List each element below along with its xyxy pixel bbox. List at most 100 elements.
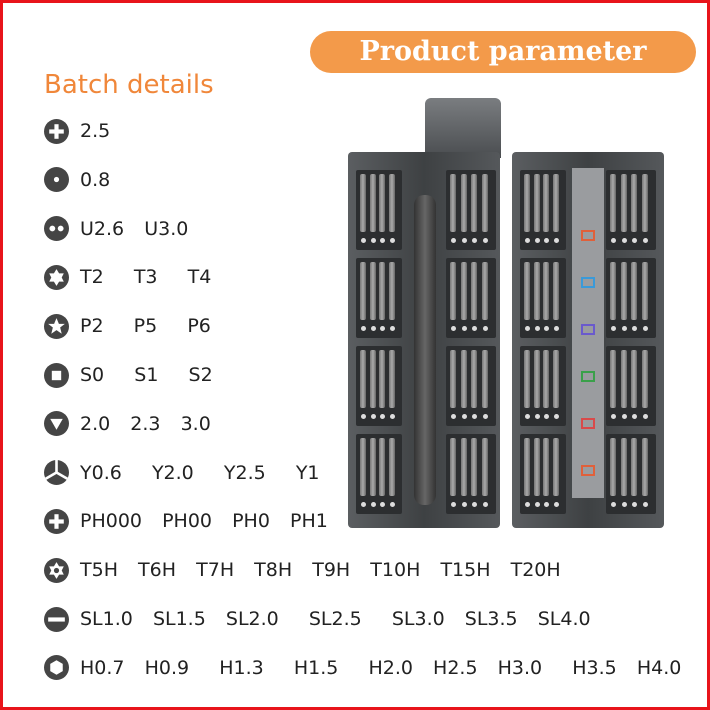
bit-marker (380, 326, 385, 331)
bit (460, 262, 467, 320)
bit (533, 438, 540, 496)
bit (620, 438, 627, 496)
spec-text: PH000 PH00 PH0 PH1 (80, 510, 328, 533)
hex-icon (44, 655, 69, 681)
bit (631, 438, 637, 496)
bit-marker (621, 238, 627, 243)
bit (450, 174, 456, 232)
spec-text: H0.7 H0.9 H1.3 H1.5 H2.0 H2.5 H3.0 H3.5 … (80, 656, 682, 679)
spec-row: U2.6 U3.0 (44, 216, 188, 242)
bit (552, 174, 559, 232)
pentalobe-icon (44, 313, 69, 339)
bit-marker (370, 502, 376, 507)
bit-marker (611, 326, 616, 331)
bit (388, 262, 395, 320)
bit-marker (525, 502, 530, 507)
bit-marker (482, 502, 488, 507)
bit-marker (389, 238, 395, 243)
spec-row: P2 P5 P6 (44, 313, 211, 339)
bit (641, 438, 648, 496)
bit-marker (380, 414, 385, 419)
bit (610, 262, 616, 320)
spec-text: S0 S1 S2 (80, 364, 213, 386)
bit (620, 262, 627, 320)
bit (533, 262, 540, 320)
spec-text: 2.0 2.3 3.0 (80, 412, 211, 435)
bit-marker (553, 238, 559, 243)
bit (379, 350, 385, 408)
bit-marker (451, 238, 456, 243)
bit (360, 350, 366, 408)
bit (471, 262, 477, 320)
bit-marker (525, 414, 530, 419)
bit (471, 350, 477, 408)
spec-row: T5H T6H T7H T8H T9H T10H T15H T20H (44, 557, 561, 583)
slotted-icon (44, 606, 69, 632)
spec-text: 0.8 (80, 168, 111, 191)
bit (533, 174, 540, 232)
case-lid (425, 98, 501, 158)
device-icon (581, 324, 595, 335)
bit-marker (553, 326, 559, 331)
bit-marker (642, 238, 648, 243)
bit-marker (451, 326, 456, 331)
square-icon (44, 362, 69, 388)
bit (641, 174, 648, 232)
spec-row: 2.0 2.3 3.0 (44, 411, 211, 437)
spec-text: T2 T3 T4 (80, 266, 212, 289)
bit-marker (621, 502, 627, 507)
bit-marker (642, 502, 648, 507)
bit (369, 174, 376, 232)
bit (481, 350, 488, 408)
bit (533, 350, 540, 408)
bit (524, 262, 530, 320)
bit-marker (361, 238, 366, 243)
bit (543, 174, 549, 232)
bit-marker (380, 238, 385, 243)
product-parameter-banner: Product parameter (310, 31, 696, 73)
bit (388, 350, 395, 408)
bit (524, 438, 530, 496)
bit-marker (380, 502, 385, 507)
bit (471, 438, 477, 496)
bit (552, 262, 559, 320)
bit (450, 350, 456, 408)
bit-marker (632, 414, 637, 419)
bit (543, 350, 549, 408)
bit (620, 350, 627, 408)
bit-marker (482, 238, 488, 243)
bit-marker (472, 502, 477, 507)
batch-details-heading: Batch details (44, 70, 214, 100)
bit-marker (632, 502, 637, 507)
spec-row: T2 T3 T4 (44, 264, 211, 290)
tri-wing-icon (44, 460, 69, 486)
bit-marker (621, 326, 627, 331)
bit (620, 174, 627, 232)
spec-text: Y0.6 Y2.0 Y2.5 Y1 (80, 461, 320, 484)
bit-marker (642, 414, 648, 419)
spec-text: P2 P5 P6 (80, 315, 211, 338)
bit-marker (621, 414, 627, 419)
bit-marker (461, 238, 467, 243)
bit (450, 262, 456, 320)
bit-marker (534, 326, 540, 331)
bit (610, 438, 616, 496)
bit-marker (553, 502, 559, 507)
bit (552, 438, 559, 496)
bit-marker (461, 326, 467, 331)
device-icon (581, 465, 595, 476)
bit-marker (370, 238, 376, 243)
bit-marker (525, 238, 530, 243)
spec-row: H0.7 H0.9 H1.3 H1.5 H2.0 H2.5 H3.0 H3.5 … (44, 655, 681, 681)
bit-marker (611, 414, 616, 419)
bit-marker (461, 502, 467, 507)
spec-row: Y0.6 Y2.0 Y2.5 Y1 (44, 460, 320, 486)
spec-text: 2.5 (80, 120, 111, 142)
device-icon (581, 277, 595, 288)
u-shape-icon (44, 216, 69, 242)
bit (369, 262, 376, 320)
bit-marker (553, 414, 559, 419)
bit (460, 438, 467, 496)
bit-marker (451, 414, 456, 419)
bit-marker (544, 502, 549, 507)
